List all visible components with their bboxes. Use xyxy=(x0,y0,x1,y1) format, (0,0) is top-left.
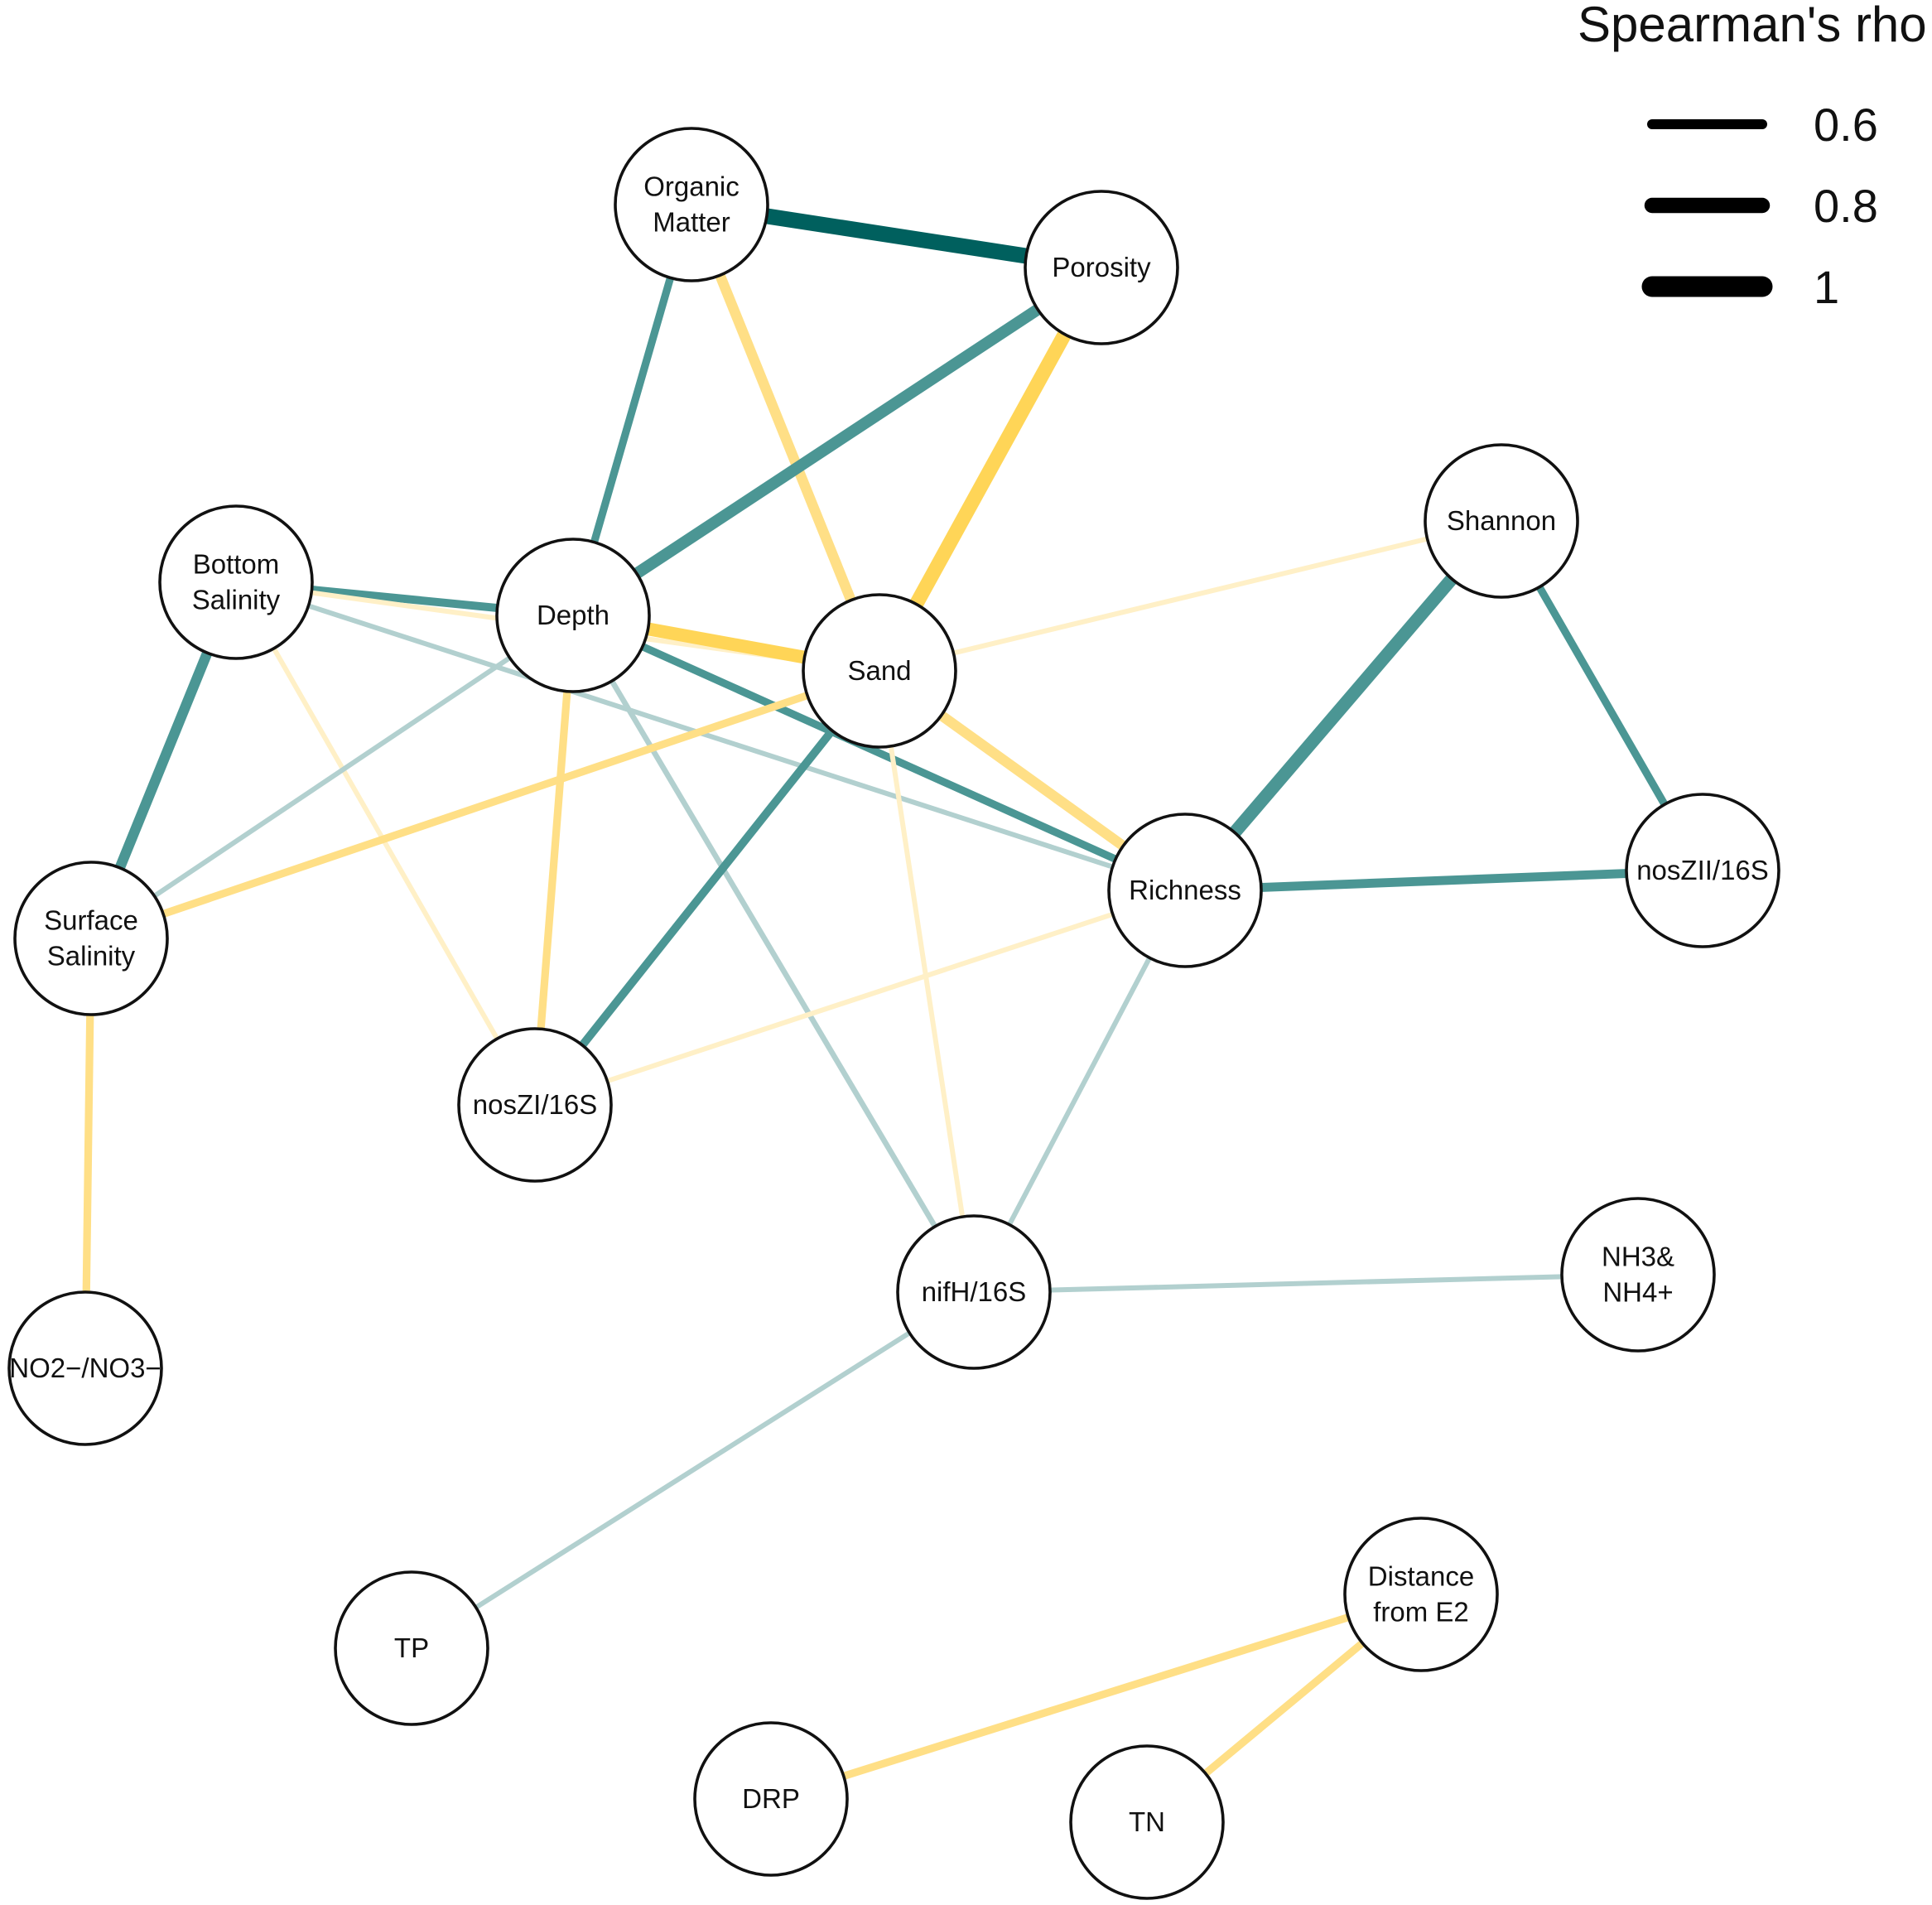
edge-organic_matter-sand xyxy=(687,202,884,673)
node-circle xyxy=(896,1214,1052,1370)
node-circle xyxy=(1424,443,1579,599)
edge-sand-nifh xyxy=(877,670,976,1293)
edge-depth-richness xyxy=(571,611,1187,895)
edge-sand-surface_salinity xyxy=(89,667,881,943)
node-nifh: nifH/16S xyxy=(896,1214,1052,1370)
node-label: from E2 xyxy=(1373,1597,1469,1628)
node-label: Depth xyxy=(537,600,609,630)
node-label: TP xyxy=(394,1633,429,1663)
node-circle xyxy=(1024,190,1179,345)
node-label: Matter xyxy=(653,207,730,238)
node-label: Shannon xyxy=(1447,505,1556,536)
node-circle xyxy=(1625,793,1780,948)
node-circle xyxy=(158,504,314,660)
node-label: Richness xyxy=(1129,875,1241,905)
node-label: TN xyxy=(1129,1806,1165,1837)
edge-nifh-nh34 xyxy=(973,1272,1639,1295)
edge-depth-surface_salinity xyxy=(89,613,575,941)
node-label: NH4+ xyxy=(1602,1277,1673,1308)
node-circle xyxy=(495,538,651,693)
edge-depth-nifh xyxy=(571,614,976,1294)
node-circle xyxy=(7,1290,163,1446)
node-circle xyxy=(457,1027,613,1183)
node-label: nosZI/16S xyxy=(473,1089,597,1120)
edge-bottom_salinity-richness xyxy=(235,580,1186,893)
node-tp: TP xyxy=(334,1570,489,1726)
node-drp: DRP xyxy=(693,1721,849,1877)
node-shannon: Shannon xyxy=(1424,443,1579,599)
node-label: nosZII/16S xyxy=(1636,855,1769,885)
edge-nifh-tp xyxy=(410,1290,976,1651)
legend-title: Spearman's rho xyxy=(1578,0,1927,52)
node-circle xyxy=(13,861,169,1016)
node-label: Distance xyxy=(1368,1561,1474,1592)
edge-shannon-richness xyxy=(1180,516,1506,895)
node-circle xyxy=(614,127,769,282)
node-porosity: Porosity xyxy=(1024,190,1179,345)
edge-porosity-depth xyxy=(570,263,1105,620)
edge-sand-shannon xyxy=(879,518,1502,673)
edge-richness-noszii xyxy=(1184,866,1703,895)
node-label: Organic xyxy=(643,171,740,202)
node-noszii: nosZII/16S xyxy=(1625,793,1780,948)
node-tn: TN xyxy=(1069,1744,1225,1900)
node-label: NO2−/NO3− xyxy=(9,1353,161,1383)
edge-depth-noszi xyxy=(531,615,577,1106)
node-circle xyxy=(1107,813,1263,968)
node-label: Porosity xyxy=(1052,252,1151,282)
node-distance_e2: Distance from E2 xyxy=(1343,1517,1499,1672)
node-circle xyxy=(1343,1517,1499,1672)
node-label: NH3& xyxy=(1602,1242,1674,1272)
node-no23: NO2−/NO3− xyxy=(7,1290,163,1446)
node-sand: Sand xyxy=(802,593,957,749)
node-richness: Richness xyxy=(1107,813,1263,968)
node-circle xyxy=(1560,1197,1716,1353)
edge-bottom_salinity-noszi xyxy=(234,581,537,1107)
edge-richness-noszi xyxy=(534,888,1186,1107)
node-circle xyxy=(1069,1744,1225,1900)
node-label: nifH/16S xyxy=(922,1276,1027,1307)
node-circle xyxy=(693,1721,849,1877)
node-nh34: NH3&NH4+ xyxy=(1560,1197,1716,1353)
node-label: Bottom xyxy=(193,549,280,580)
node-label: DRP xyxy=(742,1783,800,1814)
node-circle xyxy=(334,1570,489,1726)
node-label: Salinity xyxy=(47,941,136,972)
nodes-layer: OrganicMatterPorosityShannonBottomSalini… xyxy=(7,127,1780,1900)
legend-label: 0.6 xyxy=(1814,99,1878,151)
node-label: Sand xyxy=(847,655,911,686)
edge-sand-noszi xyxy=(532,668,883,1108)
node-noszi: nosZI/16S xyxy=(457,1027,613,1183)
legend-label: 1 xyxy=(1814,261,1839,313)
legend-items: 0.6 0.8 1 xyxy=(1641,99,1878,313)
node-label: Surface xyxy=(44,905,138,936)
node-depth: Depth xyxy=(495,538,651,693)
node-label: Salinity xyxy=(192,585,281,615)
edge-distance_e2-drp xyxy=(769,1590,1423,1803)
node-circle xyxy=(802,593,957,749)
legend: Spearman's rho 0.6 0.8 1 xyxy=(1578,0,1927,313)
legend-label: 0.8 xyxy=(1814,180,1878,232)
